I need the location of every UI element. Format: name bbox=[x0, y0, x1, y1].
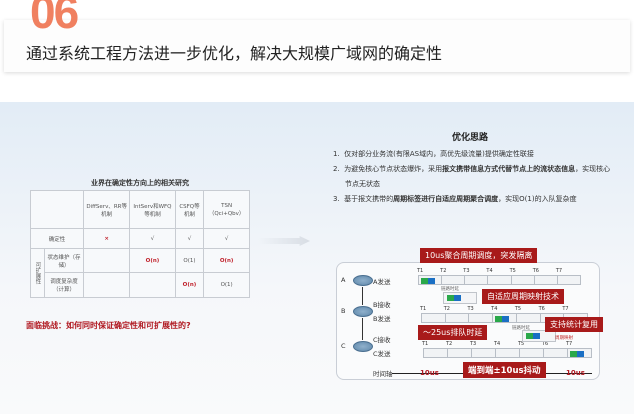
column-header: IntServ和WFQ等机制 bbox=[129, 190, 176, 229]
section-number: 06 bbox=[30, 0, 79, 38]
table-row: 确定性 ×√√√ bbox=[29, 228, 250, 249]
slot-label: T2 bbox=[440, 268, 447, 274]
packet-icon bbox=[533, 333, 540, 339]
time-slot: T5 bbox=[518, 341, 544, 358]
packet-icon bbox=[526, 333, 533, 339]
time-slot: T5 bbox=[510, 268, 535, 285]
slot-label: T3 bbox=[467, 306, 474, 312]
time-slot: T6 bbox=[542, 341, 568, 358]
ideas-title: 优化思路 bbox=[451, 133, 488, 143]
slot-label: T6 bbox=[538, 306, 545, 312]
slot-label: T7 bbox=[562, 306, 569, 312]
banner-statistical-multiplexing: 支持统计复用 bbox=[545, 317, 603, 332]
slot-row-a: T1 T2 T3 T4 T5 T6 T7 bbox=[417, 268, 581, 285]
group-label: 可扩展性 bbox=[30, 248, 45, 298]
time-slot: T3 bbox=[470, 341, 496, 358]
time-slot: T6 bbox=[533, 268, 558, 285]
research-table: DiffServ、RR等机制 IntServ和WFQ等机制 CSFQ等机制 TS… bbox=[29, 190, 250, 298]
packet-icon bbox=[454, 295, 461, 301]
b-recv-label: B接收 bbox=[373, 301, 391, 309]
slot-label: T3 bbox=[463, 268, 470, 274]
link-delay-label: 链路时延 bbox=[441, 287, 459, 292]
slot-label: T1 bbox=[420, 306, 427, 312]
c-send-label: C发送 bbox=[373, 350, 391, 358]
slot-label: T4 bbox=[491, 306, 498, 312]
slot-label: T3 bbox=[470, 341, 477, 347]
idea-item: 2. 为避免核心节点状态爆炸，采用报文携带信息方式代替节点上的流状态信息，实现核… bbox=[333, 165, 611, 188]
time-slot: T1 bbox=[422, 341, 448, 358]
banner-jitter: 端到端±10us抖动 bbox=[463, 362, 546, 378]
banner-cycle-mapping: 自适应周期映射技术 bbox=[482, 289, 564, 304]
title-card bbox=[4, 20, 630, 72]
idea-item: 3. 基于报文携带的周期标签进行自适应周期聚合调度，实现O(1)的入队复杂度 bbox=[333, 195, 577, 203]
a-send-label: A发送 bbox=[373, 278, 391, 286]
slot-label: T2 bbox=[446, 341, 453, 347]
slot-label: T2 bbox=[443, 306, 450, 312]
banner-cycle-scheduling: 10us聚合周期调度，突发隔离 bbox=[420, 248, 538, 263]
slot-label: T7 bbox=[555, 268, 563, 274]
time-slot: T3 bbox=[463, 268, 489, 285]
table-title: 业界在确定性方向上的相关研究 bbox=[91, 179, 189, 187]
column-header: DiffServ、RR等机制 bbox=[83, 190, 131, 229]
time-slot: T2 bbox=[440, 268, 466, 285]
link-delay-label: 链路时延 bbox=[512, 326, 530, 331]
packet-icon bbox=[502, 316, 510, 322]
time-slot: T4 bbox=[491, 306, 517, 323]
time-slot: T2 bbox=[446, 341, 472, 358]
cycle-left-label: 10us bbox=[420, 369, 439, 377]
cycle-right-label: 10us bbox=[566, 369, 585, 377]
slot-label: T6 bbox=[532, 268, 539, 274]
slot-label: T1 bbox=[417, 268, 424, 274]
arrow-right-icon bbox=[258, 236, 310, 246]
time-slot: T1 bbox=[417, 268, 443, 285]
period-map-label: 周期映射 bbox=[555, 336, 573, 341]
packet-icon bbox=[495, 316, 503, 322]
node-label: B bbox=[341, 307, 346, 315]
slot-label: T1 bbox=[422, 341, 429, 347]
table-row: 可扩展性状态维护（存储） O(n)O(1)O(n) bbox=[30, 248, 250, 298]
page-title: 通过系统工程方法进一步优化，解决大规模广域网的确定性 bbox=[26, 44, 443, 63]
slot-label: T7 bbox=[566, 341, 573, 347]
timeline-label: 时间轴 bbox=[373, 370, 393, 378]
time-slot: T5 bbox=[515, 306, 541, 323]
slot-label: T5 bbox=[518, 341, 525, 347]
b-send-label: B发送 bbox=[373, 315, 391, 323]
time-slot: T4 bbox=[494, 341, 520, 358]
link-delay-box bbox=[443, 292, 477, 304]
column-header: TSN（Qci+Qbv） bbox=[203, 190, 250, 229]
slot-label: T5 bbox=[514, 306, 522, 312]
time-slot: T7 bbox=[556, 268, 581, 285]
idea-item: 1. 仅对部分业务流(有限AS域内，高优先级流量)提供确定性联接 bbox=[333, 150, 534, 158]
time-slot: T1 bbox=[420, 306, 446, 323]
packet-icon bbox=[577, 351, 584, 357]
node-label: C bbox=[341, 342, 346, 350]
challenge-text: 面临挑战：如何同时保证确定性和可扩展性的? bbox=[26, 321, 191, 330]
slot-label: T4 bbox=[494, 341, 501, 347]
column-header: CSFQ等机制 bbox=[174, 190, 205, 229]
link-line bbox=[362, 287, 363, 305]
slot-row-c: T1 T2 T3 T4 T5 T6 T7 bbox=[422, 341, 592, 358]
slot-label: T6 bbox=[542, 341, 549, 347]
router-icon bbox=[353, 341, 373, 352]
router-icon bbox=[353, 306, 373, 317]
link-line bbox=[362, 318, 363, 340]
packet-icon bbox=[421, 278, 428, 284]
time-slot: T4 bbox=[486, 268, 512, 285]
table-row: 调度复杂度（计算） O(n)O(1) bbox=[31, 272, 250, 298]
time-slot: T7 bbox=[566, 341, 592, 358]
router-icon bbox=[353, 275, 373, 286]
link-delay-box bbox=[522, 330, 556, 342]
time-slot: T3 bbox=[467, 306, 494, 323]
banner-queue-delay: ～25us排队时延 bbox=[418, 325, 488, 340]
c-recv-label: C接收 bbox=[373, 336, 391, 344]
slot-label: T5 bbox=[509, 268, 516, 274]
packet-icon bbox=[428, 278, 435, 284]
packet-icon bbox=[570, 351, 577, 357]
time-slot: T2 bbox=[444, 306, 470, 323]
node-label: A bbox=[341, 276, 346, 284]
slot-label: T4 bbox=[486, 268, 493, 274]
packet-icon bbox=[447, 295, 454, 301]
